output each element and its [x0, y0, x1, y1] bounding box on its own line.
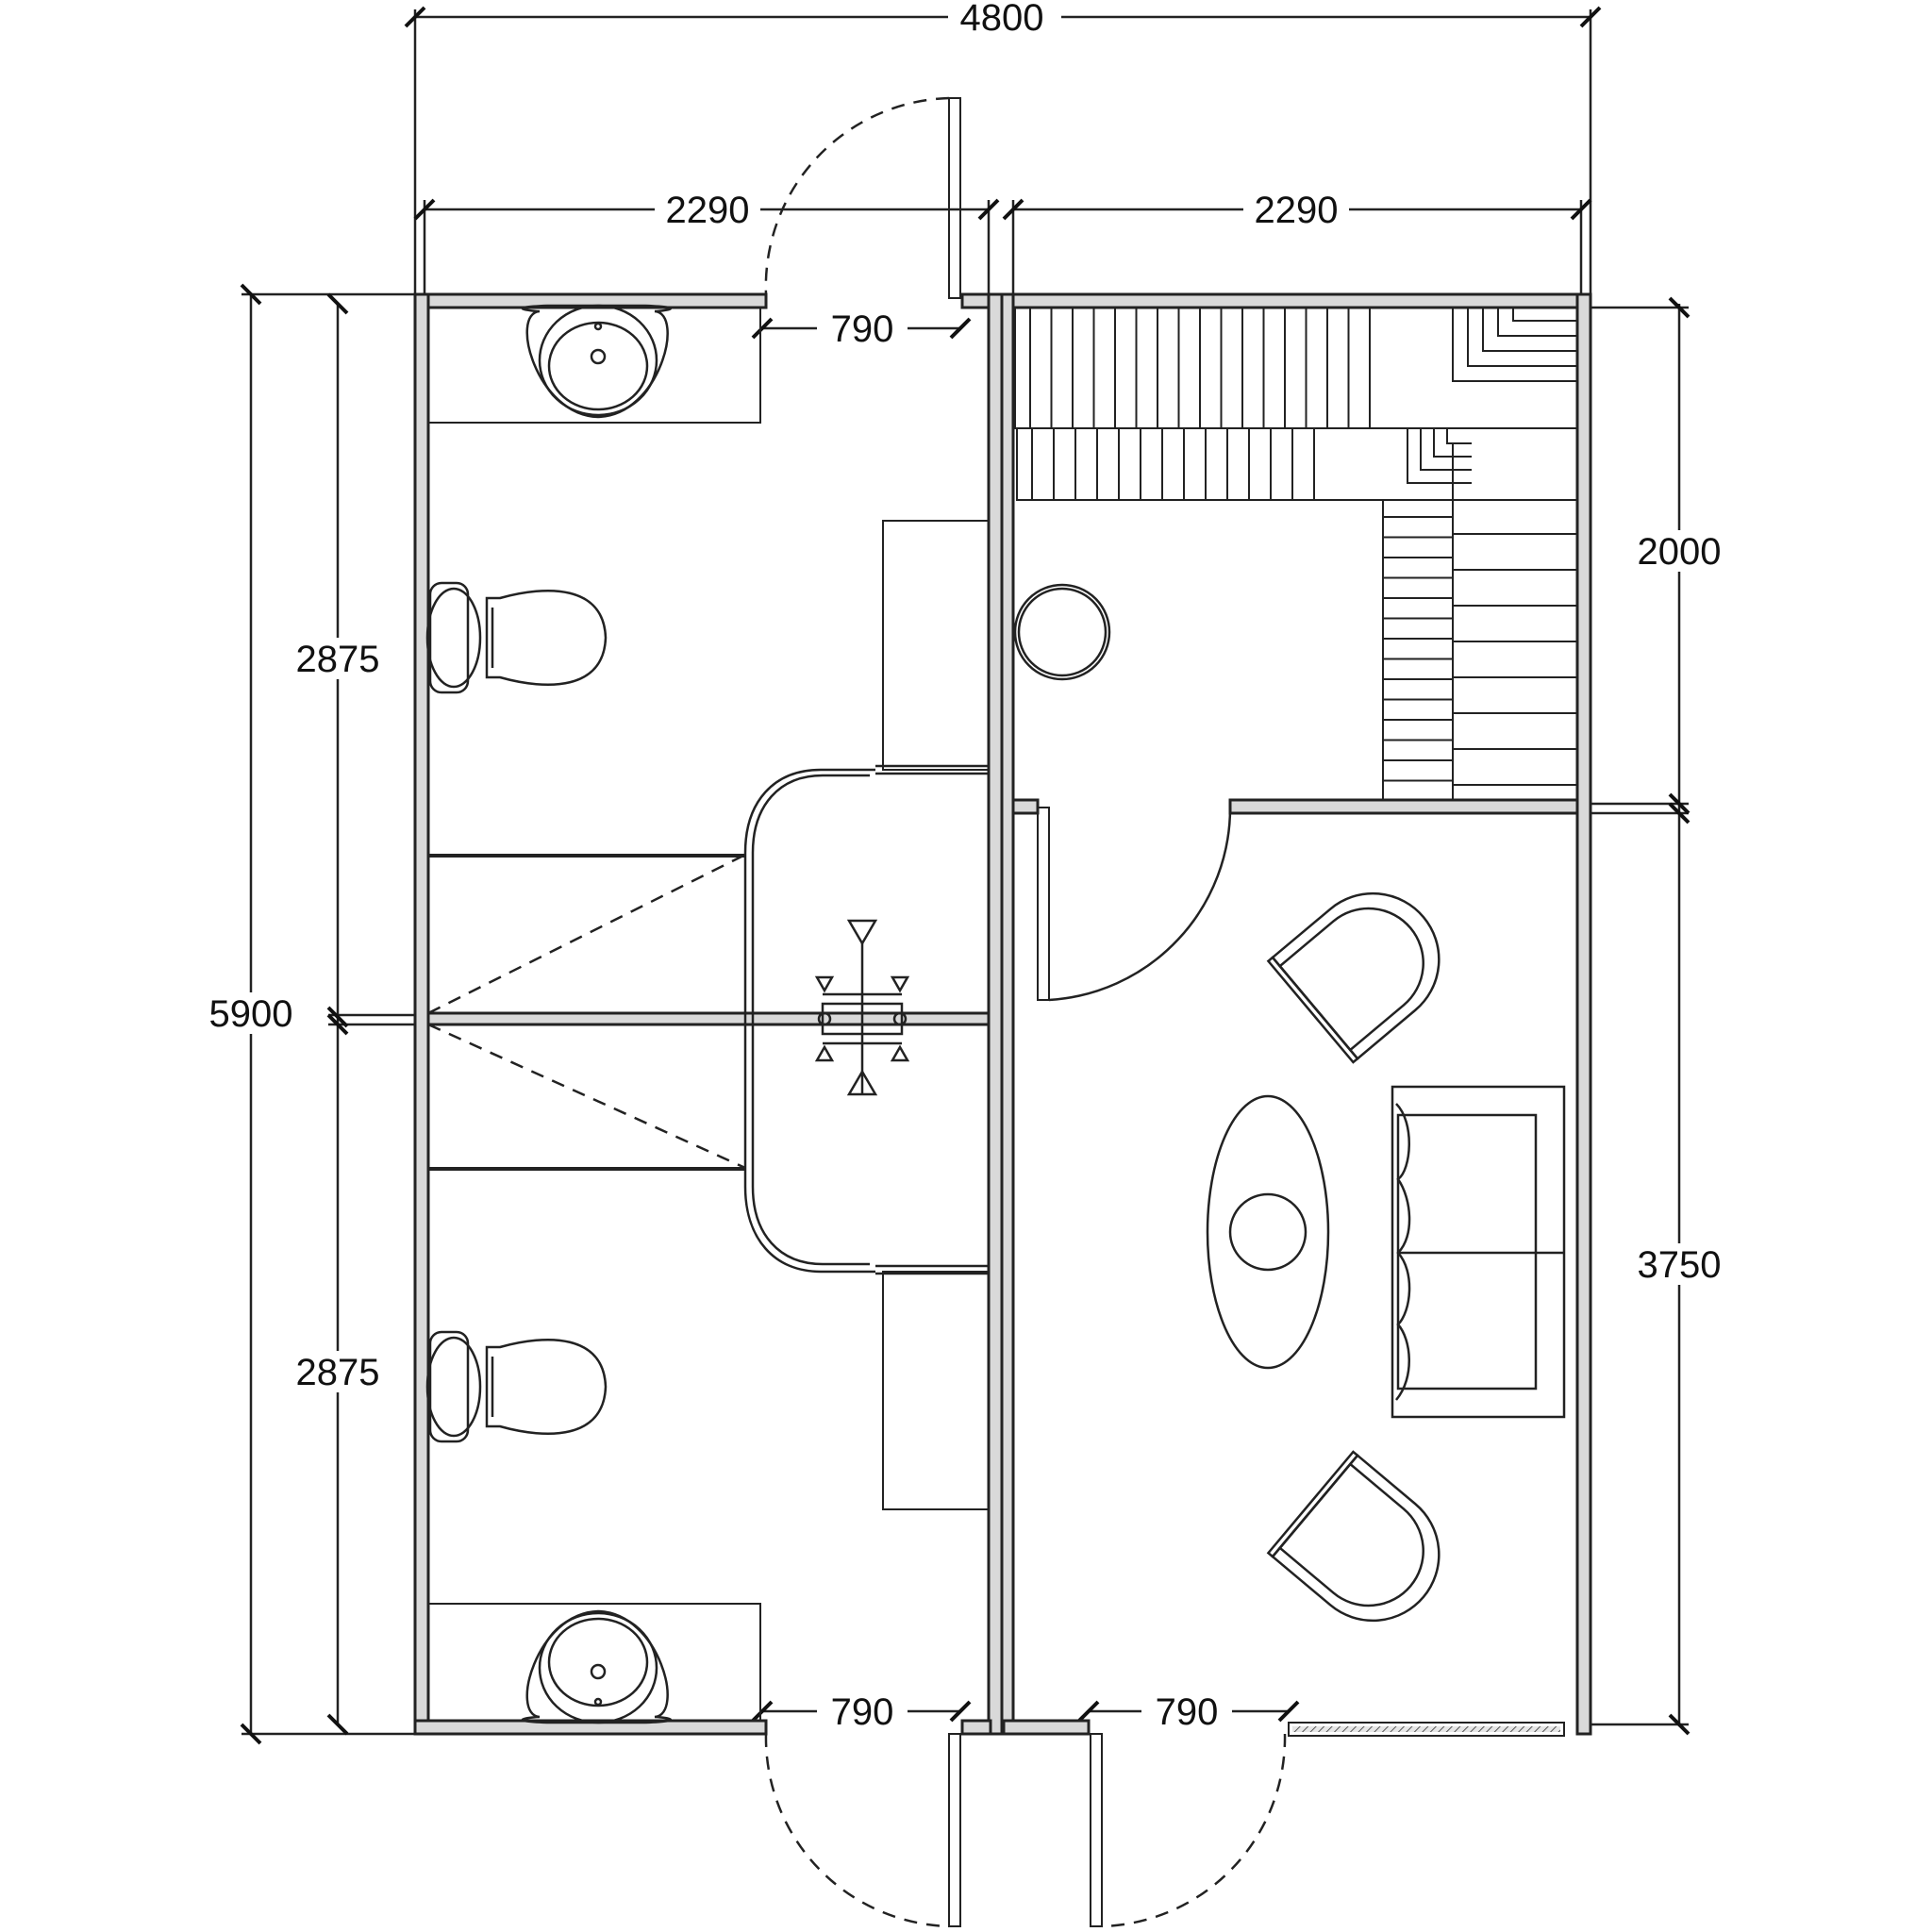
- door-bottom-left-label: 790: [831, 1691, 894, 1733]
- right-room-width-label: 2290: [1255, 190, 1339, 231]
- dimension-overall-height: 5900: [198, 283, 415, 1745]
- shower-head: [814, 919, 910, 1096]
- armchair-upper: [1266, 891, 1441, 1064]
- door-bottom-right: [1090, 1733, 1287, 1928]
- dimension-right-heights: 2000 3750: [1591, 296, 1732, 1736]
- armchair-lower: [1266, 1450, 1441, 1623]
- right-upper-height-label: 2000: [1638, 531, 1722, 573]
- stair-flight-middle: [1016, 427, 1578, 501]
- door-inner-lounge: [1037, 807, 1232, 1002]
- door-bottom-left: [764, 1733, 961, 1928]
- shower-screen-lower: [427, 1023, 746, 1171]
- partition-lower: [882, 1271, 990, 1510]
- stair-winder: [1467, 308, 1577, 367]
- stair-winder: [1407, 428, 1472, 484]
- stair-flight-upper: [1014, 307, 1578, 429]
- dimension-door-bottom-left: 790: [751, 1690, 972, 1733]
- oval-coffee-table: [1206, 1094, 1330, 1370]
- right-lower-height-label: 3750: [1638, 1244, 1722, 1286]
- dimension-left-room-width: 2290: [413, 189, 1000, 300]
- overall-height-label: 5900: [209, 993, 293, 1035]
- dimension-door-top-left: 790: [751, 308, 972, 350]
- washbasin-counter-upper: [427, 307, 761, 424]
- left-lower-height-label: 2875: [296, 1352, 380, 1393]
- partition-upper: [882, 520, 990, 771]
- stair-flight-right: [1382, 499, 1578, 801]
- toilet-upper: [425, 581, 608, 694]
- stair-winder: [1420, 428, 1472, 471]
- stair-winder: [1512, 308, 1577, 322]
- dimension-right-room-width: 2290: [1002, 189, 1592, 300]
- stair-winder: [1452, 308, 1577, 382]
- shower-screen-upper: [427, 853, 746, 1015]
- stair-winder: [1446, 428, 1472, 444]
- stair-winder: [1482, 308, 1577, 352]
- left-upper-height-label: 2875: [296, 639, 380, 680]
- dimension-door-bottom-right: 790: [1077, 1690, 1300, 1733]
- dimension-left-heights: 2875 2875: [285, 292, 415, 1736]
- stair-winder: [1497, 308, 1577, 337]
- walls: [413, 292, 1592, 1737]
- overall-width-label: 4800: [960, 0, 1044, 39]
- washbasin-upper: [521, 304, 673, 419]
- staircase: [1014, 307, 1578, 801]
- door-bottom-right-label: 790: [1156, 1691, 1219, 1733]
- sofa: [1391, 1085, 1566, 1419]
- shower-enclosure: [743, 764, 989, 1275]
- round-table-stair-room: [1013, 583, 1111, 681]
- door-top-left-label: 790: [831, 308, 894, 350]
- washbasin-lower: [521, 1609, 673, 1724]
- washbasin-counter-lower: [427, 1603, 761, 1722]
- door-top-left: [764, 96, 961, 299]
- left-room-width-label: 2290: [666, 190, 750, 231]
- dimension-overall-width: 4800: [404, 0, 1602, 300]
- stair-winder: [1433, 428, 1472, 458]
- toilet-lower: [425, 1330, 608, 1443]
